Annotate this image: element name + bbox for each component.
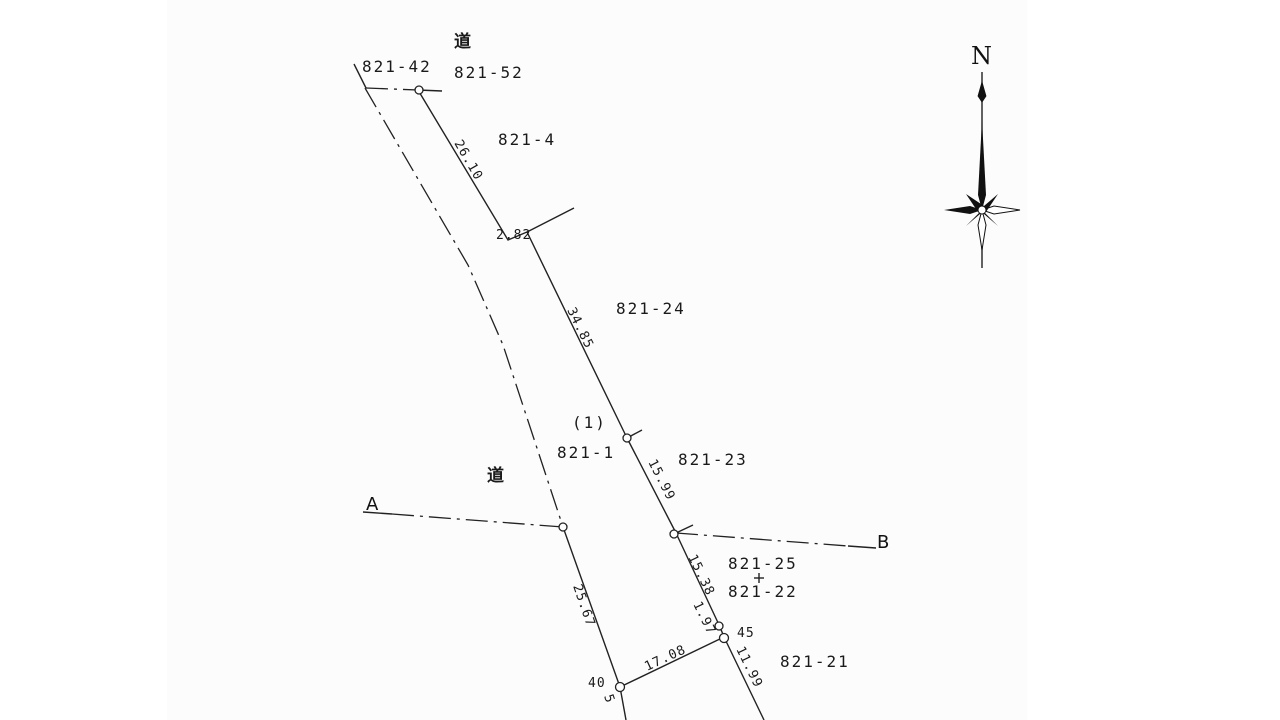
section-label-a: A [366,494,379,515]
dimension-34-85: 34.85 [563,305,596,351]
dimension-26-10: 26.10 [451,138,486,184]
dimension-17-08: 17.08 [642,642,688,674]
dimension-2-82: 2.82 [496,228,531,243]
west-boundary-lower [562,526,621,688]
parcel-label-821-24: 821-24 [616,299,686,318]
east-boundary-upper [417,89,628,439]
parcel-label-821-42: 821-42 [362,57,432,76]
parcel-label-821-25: 821-25 [728,554,798,573]
point-label-45: 45 [737,626,755,641]
section-line-a [391,513,564,528]
north-label: N [971,42,992,70]
east-boundary-mid [626,437,677,534]
parcel-label-821-52: 821-52 [454,63,524,82]
west-road-boundary [364,87,564,528]
section-line-b [675,532,849,547]
merge-cross-marker [754,573,764,583]
survey-point [669,529,679,539]
survey-point [622,433,632,443]
north-stub-line [353,63,367,89]
parcel-label-821-1: 821-1 [557,443,615,462]
survey-point [718,632,730,644]
south-boundary [619,636,725,688]
south-west-stub [619,686,627,720]
section-line-a-start [362,511,393,515]
parcel-index-1: (1) [572,413,607,432]
point-label-40: 40 [588,676,606,691]
dimension-15-38: 15.38 [684,552,717,598]
parcel-label-821-22: 821-22 [728,582,798,601]
east-boundary-bottom [723,636,765,720]
boundary-821-4-821-24 [526,207,575,233]
dimension-25-67: 25.67 [569,582,598,629]
road-label-top: 道 [454,31,471,52]
point-label-5: 5 [600,692,617,705]
road-label-middle: 道 [487,465,504,486]
survey-point [414,85,424,95]
parcel-label-821-23: 821-23 [678,450,748,469]
dimension-1-97: 1.97 [689,599,718,637]
section-line-b-end [847,545,877,549]
north-arrow-icon: N [944,42,1021,268]
tick-821-25 [675,524,694,534]
dimension-11-99: 11.99 [732,644,765,690]
survey-point [714,621,724,631]
parcel-label-821-4: 821-4 [498,130,556,149]
top-road-boundary [365,87,419,91]
section-label-b: B [877,532,889,553]
survey-point [558,522,568,532]
survey-point [614,681,626,693]
east-boundary-lower [675,532,721,628]
parcel-label-821-21: 821-21 [780,652,850,671]
map-sheet [167,0,1027,720]
